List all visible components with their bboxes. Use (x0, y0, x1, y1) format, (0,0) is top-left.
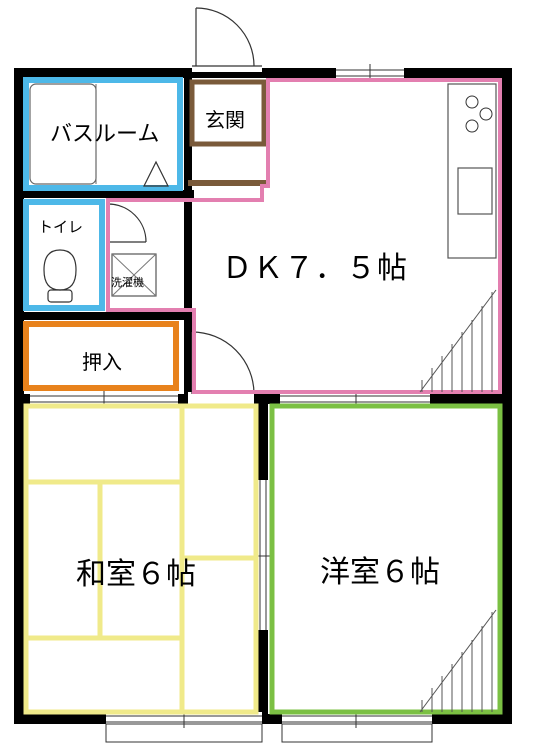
toilet-door (107, 203, 147, 243)
dk-label: ＤＫ７．５帖 (222, 251, 408, 286)
youshitsu-room (269, 403, 503, 715)
entrance-room (188, 79, 267, 186)
bath-label: バスルーム (50, 122, 160, 147)
washitsu-label: 和室６帖 (76, 557, 196, 592)
dk-door (188, 331, 255, 406)
closet-room (23, 321, 179, 391)
toilet-label: トイレ (38, 218, 84, 236)
entrance-door (192, 7, 262, 72)
dk-room (106, 78, 502, 394)
bath-room (23, 77, 183, 191)
washitsu-room (23, 403, 259, 715)
washer-label: 洗濯機 (111, 276, 144, 289)
entrance-label: 玄関 (205, 108, 245, 132)
washer-area (111, 253, 157, 297)
windows (30, 64, 433, 743)
toilet-room (23, 199, 105, 311)
youshitsu-label: 洋室６帖 (320, 555, 440, 590)
closet-label: 押入 (82, 350, 122, 374)
